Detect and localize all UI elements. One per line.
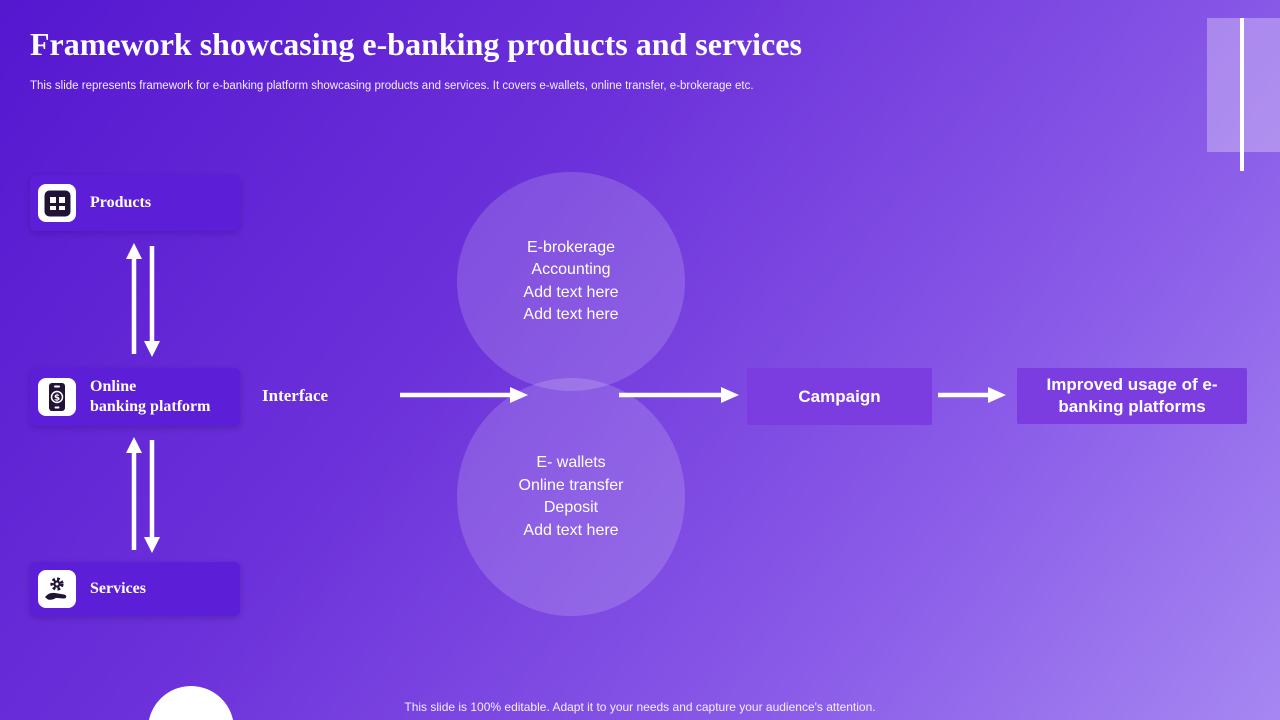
services-bubble: E- wallets Online transfer Deposit Add t… <box>457 378 685 616</box>
services-label: Services <box>90 580 146 597</box>
slide-subtitle: This slide represents framework for e-ba… <box>30 80 754 92</box>
products-grid-icon <box>38 184 76 222</box>
bidirectional-arrow-platform-services <box>126 437 160 553</box>
arrow-interface-to-bubbles <box>400 387 528 403</box>
svg-text:$: $ <box>54 393 60 403</box>
services-box: Services <box>30 562 240 616</box>
footer-note: This slide is 100% editable. Adapt it to… <box>404 700 876 714</box>
products-grid-icon-svg <box>44 190 70 216</box>
mobile-banking-icon: $ <box>38 378 76 416</box>
bubble-line: Online transfer <box>518 476 624 494</box>
arrow-bubbles-to-campaign <box>619 387 739 403</box>
interface-label: Interface <box>262 386 329 405</box>
products-bubble: E-brokerage Accounting Add text here Add… <box>457 172 685 391</box>
bidirectional-arrow-products-platform <box>126 243 160 357</box>
products-bubble-text: E-brokerage Accounting Add text here Add… <box>523 237 618 327</box>
bubble-line: Deposit <box>543 499 599 516</box>
outcome-box: Improved usage of e- banking platforms <box>1017 368 1247 424</box>
bubble-line: E- wallets <box>536 454 606 471</box>
campaign-box: Campaign <box>747 368 932 425</box>
bubble-line: Add text here <box>523 521 619 539</box>
bubble-line: E-brokerage <box>526 238 616 256</box>
online-banking-platform-box: $ Online banking platform <box>30 368 240 426</box>
corner-accent-line <box>1240 18 1244 171</box>
mobile-banking-icon-svg: $ <box>49 383 65 411</box>
bubble-line: Add text here <box>523 306 619 323</box>
arrow-campaign-to-outcome <box>938 387 1006 403</box>
page-title: Framework showcasing e-banking products … <box>30 26 802 62</box>
bubble-line: Accounting <box>531 261 611 278</box>
hand-gear-icon <box>38 570 76 608</box>
bubble-line: Add text here <box>523 283 619 301</box>
services-bubble-text: E- wallets Online transfer Deposit Add t… <box>519 452 624 542</box>
hand-gear-icon-svg <box>45 577 67 600</box>
online-banking-platform-label: Online banking platform <box>90 378 211 415</box>
products-label: Products <box>90 194 152 211</box>
products-box: Products <box>30 175 240 231</box>
